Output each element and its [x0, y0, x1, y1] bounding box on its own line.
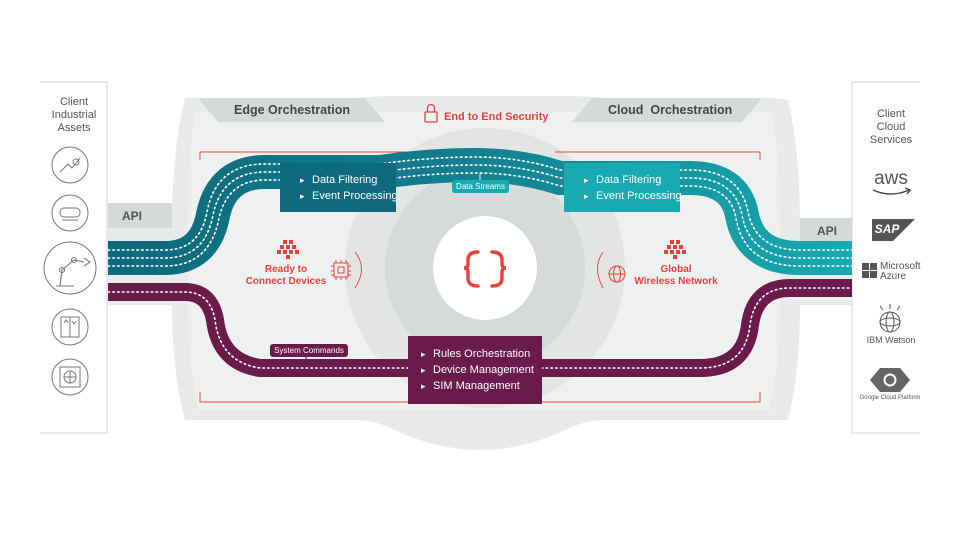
aws-logo: aws: [874, 168, 908, 189]
chip-icon: [331, 260, 351, 280]
edge-processing-box: Data Filtering Event Processing: [280, 163, 398, 212]
azure-line-2: Azure: [880, 271, 907, 282]
global-signal-icon: [664, 240, 686, 259]
client-cloud-line-2: Cloud: [876, 121, 906, 133]
client-assets-line-2: Industrial: [51, 109, 97, 121]
brand-logo-icon: [463, 250, 507, 288]
global-network-label: Global Wireless Network: [630, 264, 722, 288]
compressor-icon: [59, 207, 81, 221]
edge-item-data-filtering: Data Filtering: [300, 172, 396, 188]
edge-header-tab: [198, 98, 385, 122]
azure-logo-text: Microsoft Azure: [880, 262, 921, 282]
client-assets-title: Client Industrial Assets: [38, 96, 110, 135]
left-asset-icons: [43, 146, 97, 396]
left-panel-frame: [40, 81, 108, 434]
ibm-watson-icon: [879, 304, 901, 333]
api-left-label: API: [122, 209, 143, 223]
global-line-1: Global: [660, 264, 692, 275]
edge-item-event-processing: Event Processing: [300, 188, 398, 204]
client-cloud-line-1: Client: [876, 108, 906, 120]
cloud-item-event-processing: Event Processing: [584, 188, 682, 204]
client-assets-line-1: Client: [59, 96, 89, 108]
aws-smile-icon: [872, 187, 912, 195]
sap-logo-icon: [872, 219, 915, 241]
google-cloud-icon: [870, 368, 910, 392]
rules-item-orchestration: Rules Orchestration: [421, 346, 542, 362]
cloud-orchestration-title: Cloud Orchestration: [608, 103, 733, 117]
google-cloud-label: Google Cloud Platform: [859, 395, 921, 401]
robot-arm-icon: [56, 256, 91, 287]
security-label: End to End Security: [444, 111, 549, 123]
azure-line-1: Microsoft: [880, 261, 921, 272]
lock-icon: [424, 103, 438, 123]
api-right-tab: [800, 218, 852, 243]
data-streams-tag: Data Streams: [452, 180, 509, 193]
system-commands-tag: System Commands: [270, 344, 348, 357]
client-cloud-title: Client Cloud Services: [855, 108, 927, 147]
ready-line-1: Ready to: [264, 264, 308, 275]
api-right-label: API: [817, 224, 838, 238]
global-line-2: Wireless Network: [634, 276, 718, 287]
rules-management-box: Rules Orchestration Device Management SI…: [408, 336, 542, 404]
sap-logo: SAP: [874, 222, 900, 236]
client-assets-line-3: Assets: [57, 122, 91, 134]
cloud-processing-box: Data Filtering Event Processing: [564, 163, 682, 212]
rules-item-device-management: Device Management: [421, 362, 542, 378]
ready-to-connect-label: Ready to Connect Devices: [244, 264, 328, 288]
ready-line-2: Connect Devices: [245, 276, 327, 287]
edge-orchestration-title: Edge Orchestration: [234, 103, 350, 117]
cloud-header-tab: [572, 98, 762, 122]
api-left-tab: [108, 203, 172, 228]
rules-item-sim-management: SIM Management: [421, 378, 542, 394]
ready-signal-icon: [277, 240, 299, 259]
cloud-item-data-filtering: Data Filtering: [584, 172, 680, 188]
globe-icon: [608, 265, 626, 283]
fan-unit-icon: [59, 366, 81, 388]
azure-logo-icon: [862, 263, 877, 278]
wrench-gear-icon: [59, 157, 81, 173]
ibm-watson-label: IBM Watson: [866, 335, 916, 345]
elevator-icon: [60, 316, 80, 338]
client-cloud-line-3: Services: [869, 134, 913, 146]
